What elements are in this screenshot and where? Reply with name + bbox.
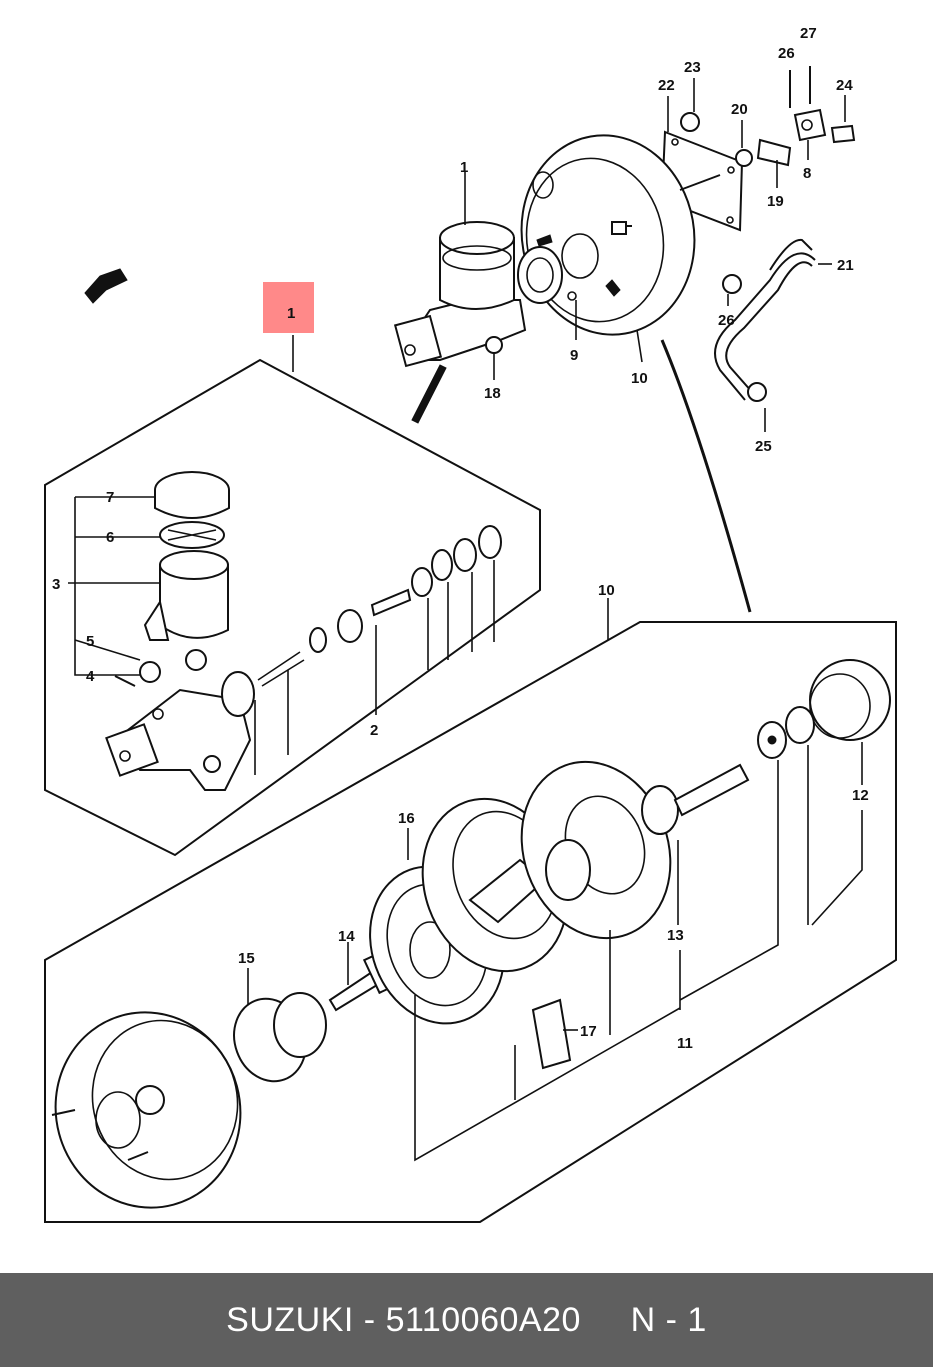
footer-caption: SUZUKI - 5110060A20 N - 1: [226, 1300, 707, 1339]
callout-25: 25: [755, 438, 772, 455]
callout-6: 6: [106, 529, 114, 546]
callout-15: 15: [238, 950, 255, 967]
callout-22: 22: [658, 77, 675, 94]
callout-12: 12: [852, 787, 869, 804]
part-number-footer: SUZUKI - 5110060A20 N - 1: [0, 1273, 933, 1367]
callout-20: 20: [731, 101, 748, 118]
callout-24: 24: [836, 77, 853, 94]
callout-7: 7: [106, 489, 114, 506]
callout-14: 14: [338, 928, 355, 945]
gasket: [517, 246, 563, 304]
front-arrow-icon: [84, 268, 128, 304]
callout-5: 5: [86, 633, 94, 650]
callout-10-top: 10: [631, 370, 648, 387]
top-assembly: [84, 66, 856, 613]
callout-3: 3: [52, 576, 60, 593]
callout-9: 9: [570, 347, 578, 364]
callout-23: 23: [684, 59, 701, 76]
callout-26-right: 26: [718, 312, 735, 329]
callout-2: 2: [370, 722, 378, 739]
callout-11: 11: [677, 1035, 693, 1052]
booster-exploded: [44, 598, 897, 1223]
callout-10-exploded: 10: [598, 582, 615, 599]
callout-labels: 1 1 2 3 4 5 6 7 8 9 10 10 11 12 13 14 15…: [52, 25, 869, 1052]
callout-17: 17: [580, 1023, 597, 1040]
highlight-marker: [263, 282, 314, 333]
brake-booster-exploded-diagram: 1 1 2 3 4 5 6 7 8 9 10 10 11 12 13 14 15…: [44, 25, 897, 1223]
callout-19: 19: [767, 193, 784, 210]
vacuum-hose: [714, 252, 816, 401]
callout-1-marker: 1: [287, 305, 295, 322]
callout-1-top: 1: [460, 159, 468, 176]
callout-26-top: 26: [778, 45, 795, 62]
hose-clip: [756, 138, 792, 167]
callout-21: 21: [837, 257, 854, 274]
callout-27: 27: [800, 25, 817, 42]
callout-16: 16: [398, 810, 415, 827]
booster-body: [520, 134, 696, 336]
callout-13: 13: [667, 927, 684, 944]
callout-4: 4: [86, 668, 95, 685]
reservoir: [439, 237, 515, 310]
master-cylinder-exploded: [44, 335, 541, 857]
callout-18: 18: [484, 385, 501, 402]
callout-8: 8: [803, 165, 811, 182]
